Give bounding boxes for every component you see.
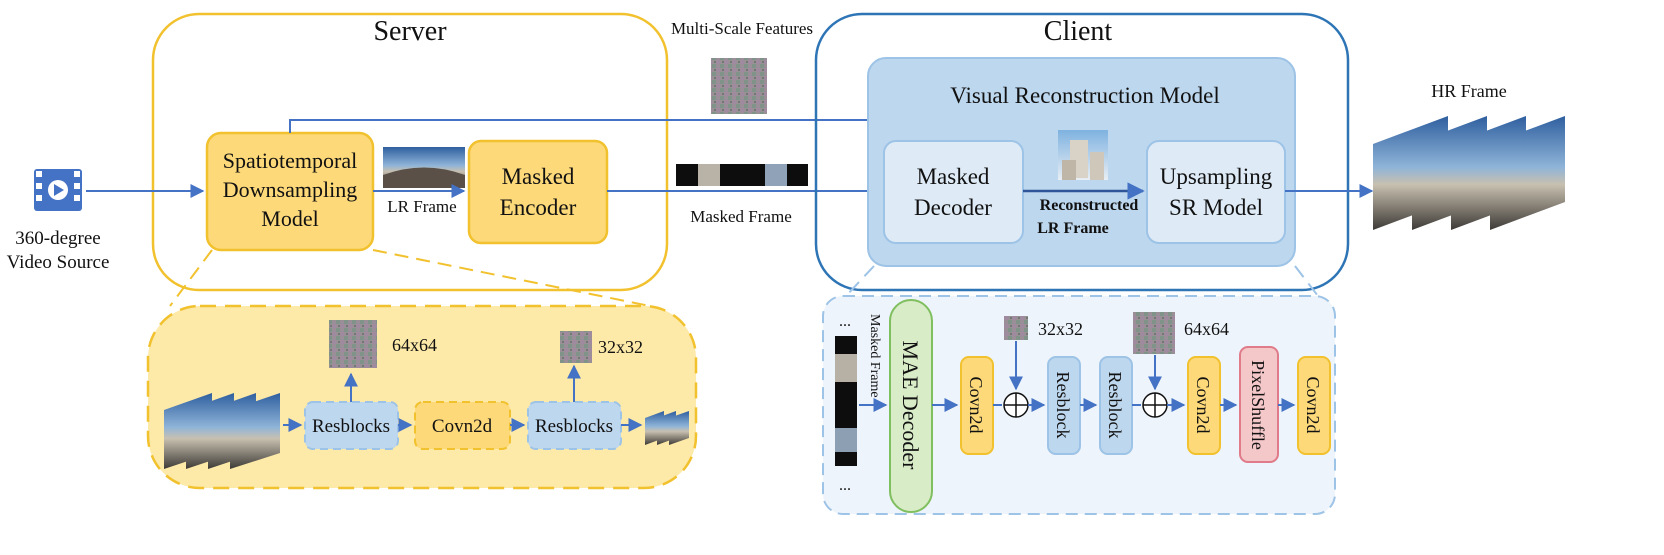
source-label-2: Video Source <box>7 252 110 273</box>
upsampling-label-1: Upsampling <box>1160 164 1273 189</box>
client-pixelshuffle-label: PixelShuffle <box>1248 360 1268 450</box>
multi-scale-features-label: Multi-Scale Features <box>671 19 813 38</box>
client-feat-32-label: 32x32 <box>1038 319 1083 339</box>
downsampling-label-3: Model <box>261 206 318 231</box>
upsampling-sr-box <box>1146 140 1286 244</box>
ellipsis-top: ... <box>839 313 851 330</box>
reconstructed-label-1: Reconstructed <box>1040 197 1139 214</box>
server-covn2d-label: Covn2d <box>432 416 493 437</box>
client-covn2d-3-label: Covn2d <box>1303 376 1323 433</box>
client-feature-64 <box>1133 312 1175 354</box>
vrm-title: Visual Reconstruction Model <box>950 83 1219 108</box>
lr-frame-label: LR Frame <box>387 197 456 216</box>
downsampling-label-1: Spatiotemporal <box>223 148 357 173</box>
server-title: Server <box>373 16 447 47</box>
encoder-label-2: Encoder <box>500 195 577 220</box>
server-container <box>151 12 669 292</box>
client-covn2d-3 <box>1297 356 1331 455</box>
client-masked-frames-column <box>835 336 857 466</box>
client-masked-frame-label: Masked Frame <box>867 314 882 398</box>
ellipsis-bottom: ... <box>839 477 851 494</box>
server-zoom-line-right <box>372 249 651 307</box>
hr-frame-stack <box>1373 116 1565 230</box>
multi-scale-feature-image <box>711 58 767 114</box>
masked-frame-label: Masked Frame <box>690 207 792 226</box>
server-resblocks-2-label: Resblocks <box>535 416 613 437</box>
masked-decoder-box <box>883 140 1024 244</box>
video-source-icon <box>34 169 82 211</box>
server-zoom-line-left <box>169 249 213 307</box>
lr-frame-image <box>383 147 465 188</box>
downsampling-label-2: Downsampling <box>223 177 357 202</box>
upsampling-label-2: SR Model <box>1169 195 1263 220</box>
client-zoom-line-right <box>1294 265 1319 297</box>
masked-encoder-box <box>467 139 609 245</box>
reconstructed-frame-image <box>1058 130 1108 180</box>
server-resblocks-1-label: Resblocks <box>312 416 390 437</box>
client-feat-64-label: 64x64 <box>1184 319 1229 339</box>
server-feature-32 <box>560 331 592 363</box>
client-covn2d-1-label: Covn2d <box>966 376 986 433</box>
client-zoom-line-left <box>845 265 875 297</box>
encoder-label-1: Masked <box>502 164 575 189</box>
client-feature-32 <box>1004 316 1028 340</box>
server-feat-64-label: 64x64 <box>392 335 437 355</box>
server-output-frames <box>645 411 689 445</box>
masked-frame-image <box>676 164 808 186</box>
decoder-label-1: Masked <box>917 164 990 189</box>
client-resblock-2-label: Resblock <box>1105 372 1125 439</box>
client-covn2d-2-label: Covn2d <box>1193 376 1213 433</box>
mae-decoder-label: MAE Decoder <box>898 341 923 471</box>
server-feature-64 <box>329 320 377 368</box>
client-resblock-1-label: Resblock <box>1053 372 1073 439</box>
source-label-1: 360-degree <box>15 228 100 249</box>
reconstructed-label-2: LR Frame <box>1037 220 1109 237</box>
decoder-label-2: Decoder <box>914 195 992 220</box>
client-title: Client <box>1044 16 1113 47</box>
server-input-frames <box>164 393 280 469</box>
client-container <box>814 12 1350 292</box>
hr-frame-label: HR Frame <box>1431 81 1507 101</box>
server-feat-32-label: 32x32 <box>598 337 643 357</box>
